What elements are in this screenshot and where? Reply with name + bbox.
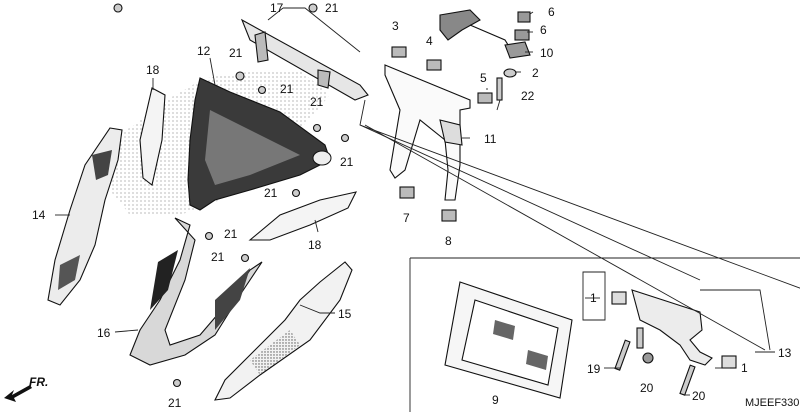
part-15-mount-rail <box>240 18 369 101</box>
inset-frame <box>409 257 800 412</box>
callout-21-c: 21 <box>310 95 324 109</box>
callout-21-e: 21 <box>264 186 278 200</box>
callout-1-a: 1 <box>590 291 597 305</box>
part-10-upper-cowl <box>187 77 332 211</box>
callout-7: 9 <box>492 393 499 407</box>
callout-3-mid: 4 <box>426 34 433 48</box>
part-12-side-panel <box>47 127 123 306</box>
part-13-side-fairing <box>214 261 353 401</box>
leader-lines <box>55 7 800 396</box>
callout-19: 21 <box>325 1 339 15</box>
callout-14: 16 <box>97 326 111 340</box>
part-16-screen <box>139 87 166 186</box>
callout-21-g: 21 <box>211 250 225 264</box>
part-9-stay <box>384 64 471 201</box>
callout-8: 10 <box>540 46 554 60</box>
callout-6-a: 7 <box>403 211 410 225</box>
callout-2: 2 <box>532 66 539 80</box>
diagram-code: MJEEF3301 <box>745 397 800 409</box>
callout-labels: 17 21 3 4 5 6 6 10 2 22 12 21 21 21 21 2… <box>32 1 792 410</box>
callout-6-b: 8 <box>445 234 452 248</box>
callout-21-f: 21 <box>224 227 238 241</box>
callout-21-h: 21 <box>168 396 182 410</box>
callout-10: 12 <box>197 44 211 58</box>
callout-3-top: 3 <box>392 19 399 33</box>
callout-5: 6 <box>548 5 555 19</box>
callout-4: 6 <box>540 23 547 37</box>
callout-20: 20 <box>640 381 654 395</box>
hardware <box>113 3 696 396</box>
direction-label: FR. <box>29 375 48 389</box>
callout-16: 18 <box>146 63 160 77</box>
callout-9: 11 <box>484 132 497 146</box>
callout-13: 15 <box>338 307 352 321</box>
callout-22: 22 <box>521 89 535 103</box>
callout-21-b: 21 <box>280 82 294 96</box>
callout-21-a: 21 <box>229 46 243 60</box>
callout-21-d: 21 <box>340 155 354 169</box>
part-14-lower-cowl <box>129 217 263 366</box>
callout-12: 14 <box>32 208 46 222</box>
callout-15: 17 <box>270 1 284 15</box>
callout-11: 13 <box>778 346 792 360</box>
callout-18-b: 20 <box>692 389 706 403</box>
callout-1-b: 1 <box>741 361 748 375</box>
part-7-plate <box>444 281 573 399</box>
callout-17: 18 <box>308 238 322 252</box>
front-direction-arrow <box>4 385 32 402</box>
callout-18-a: 19 <box>587 362 601 376</box>
part-17-trim <box>248 191 358 241</box>
part-13-shade <box>250 330 300 375</box>
callout-3-right: 5 <box>480 71 487 85</box>
part-11-bracket <box>611 289 737 369</box>
